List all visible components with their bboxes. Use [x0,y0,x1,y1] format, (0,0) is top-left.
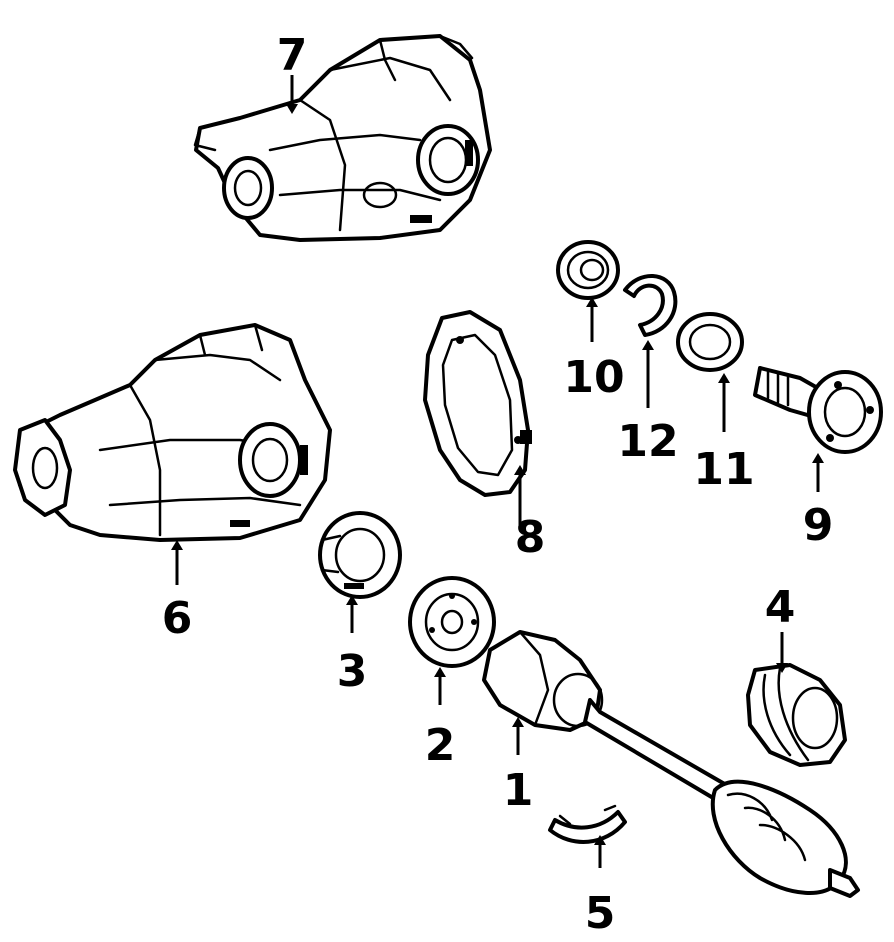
callout-2[interactable]: 2 [425,720,456,771]
callout-6[interactable]: 6 [162,593,193,644]
part-3-bearing[interactable] [318,511,402,599]
callout-7[interactable]: 7 [277,30,308,81]
part-5-clip[interactable] [548,804,627,844]
leader-lines [171,75,824,868]
part-8-cover-plate[interactable] [423,310,532,497]
part-7-differential-housing[interactable] [193,34,492,242]
callout-9[interactable]: 9 [803,500,834,551]
callout-1[interactable]: 1 [503,765,534,816]
callout-12[interactable]: 12 [617,416,678,467]
part-12-snap-ring[interactable] [623,274,678,337]
callout-11[interactable]: 11 [693,444,754,495]
callout-8[interactable]: 8 [515,512,546,563]
part-4-boot[interactable] [746,663,847,767]
part-6-differential-assembly[interactable] [13,323,332,542]
callout-3[interactable]: 3 [337,646,368,697]
part-2-inner-joint[interactable] [408,576,496,668]
callouts: 7 6 8 10 12 11 9 3 4 2 1 5 [162,30,834,939]
callout-10[interactable]: 10 [563,352,624,403]
part-11-seal[interactable] [676,312,744,372]
part-9-flange[interactable] [753,366,883,454]
callout-4[interactable]: 4 [765,582,796,633]
part-10-bearing[interactable] [556,240,620,300]
callout-5[interactable]: 5 [585,888,616,939]
part-1-axle-shaft[interactable] [482,630,860,898]
